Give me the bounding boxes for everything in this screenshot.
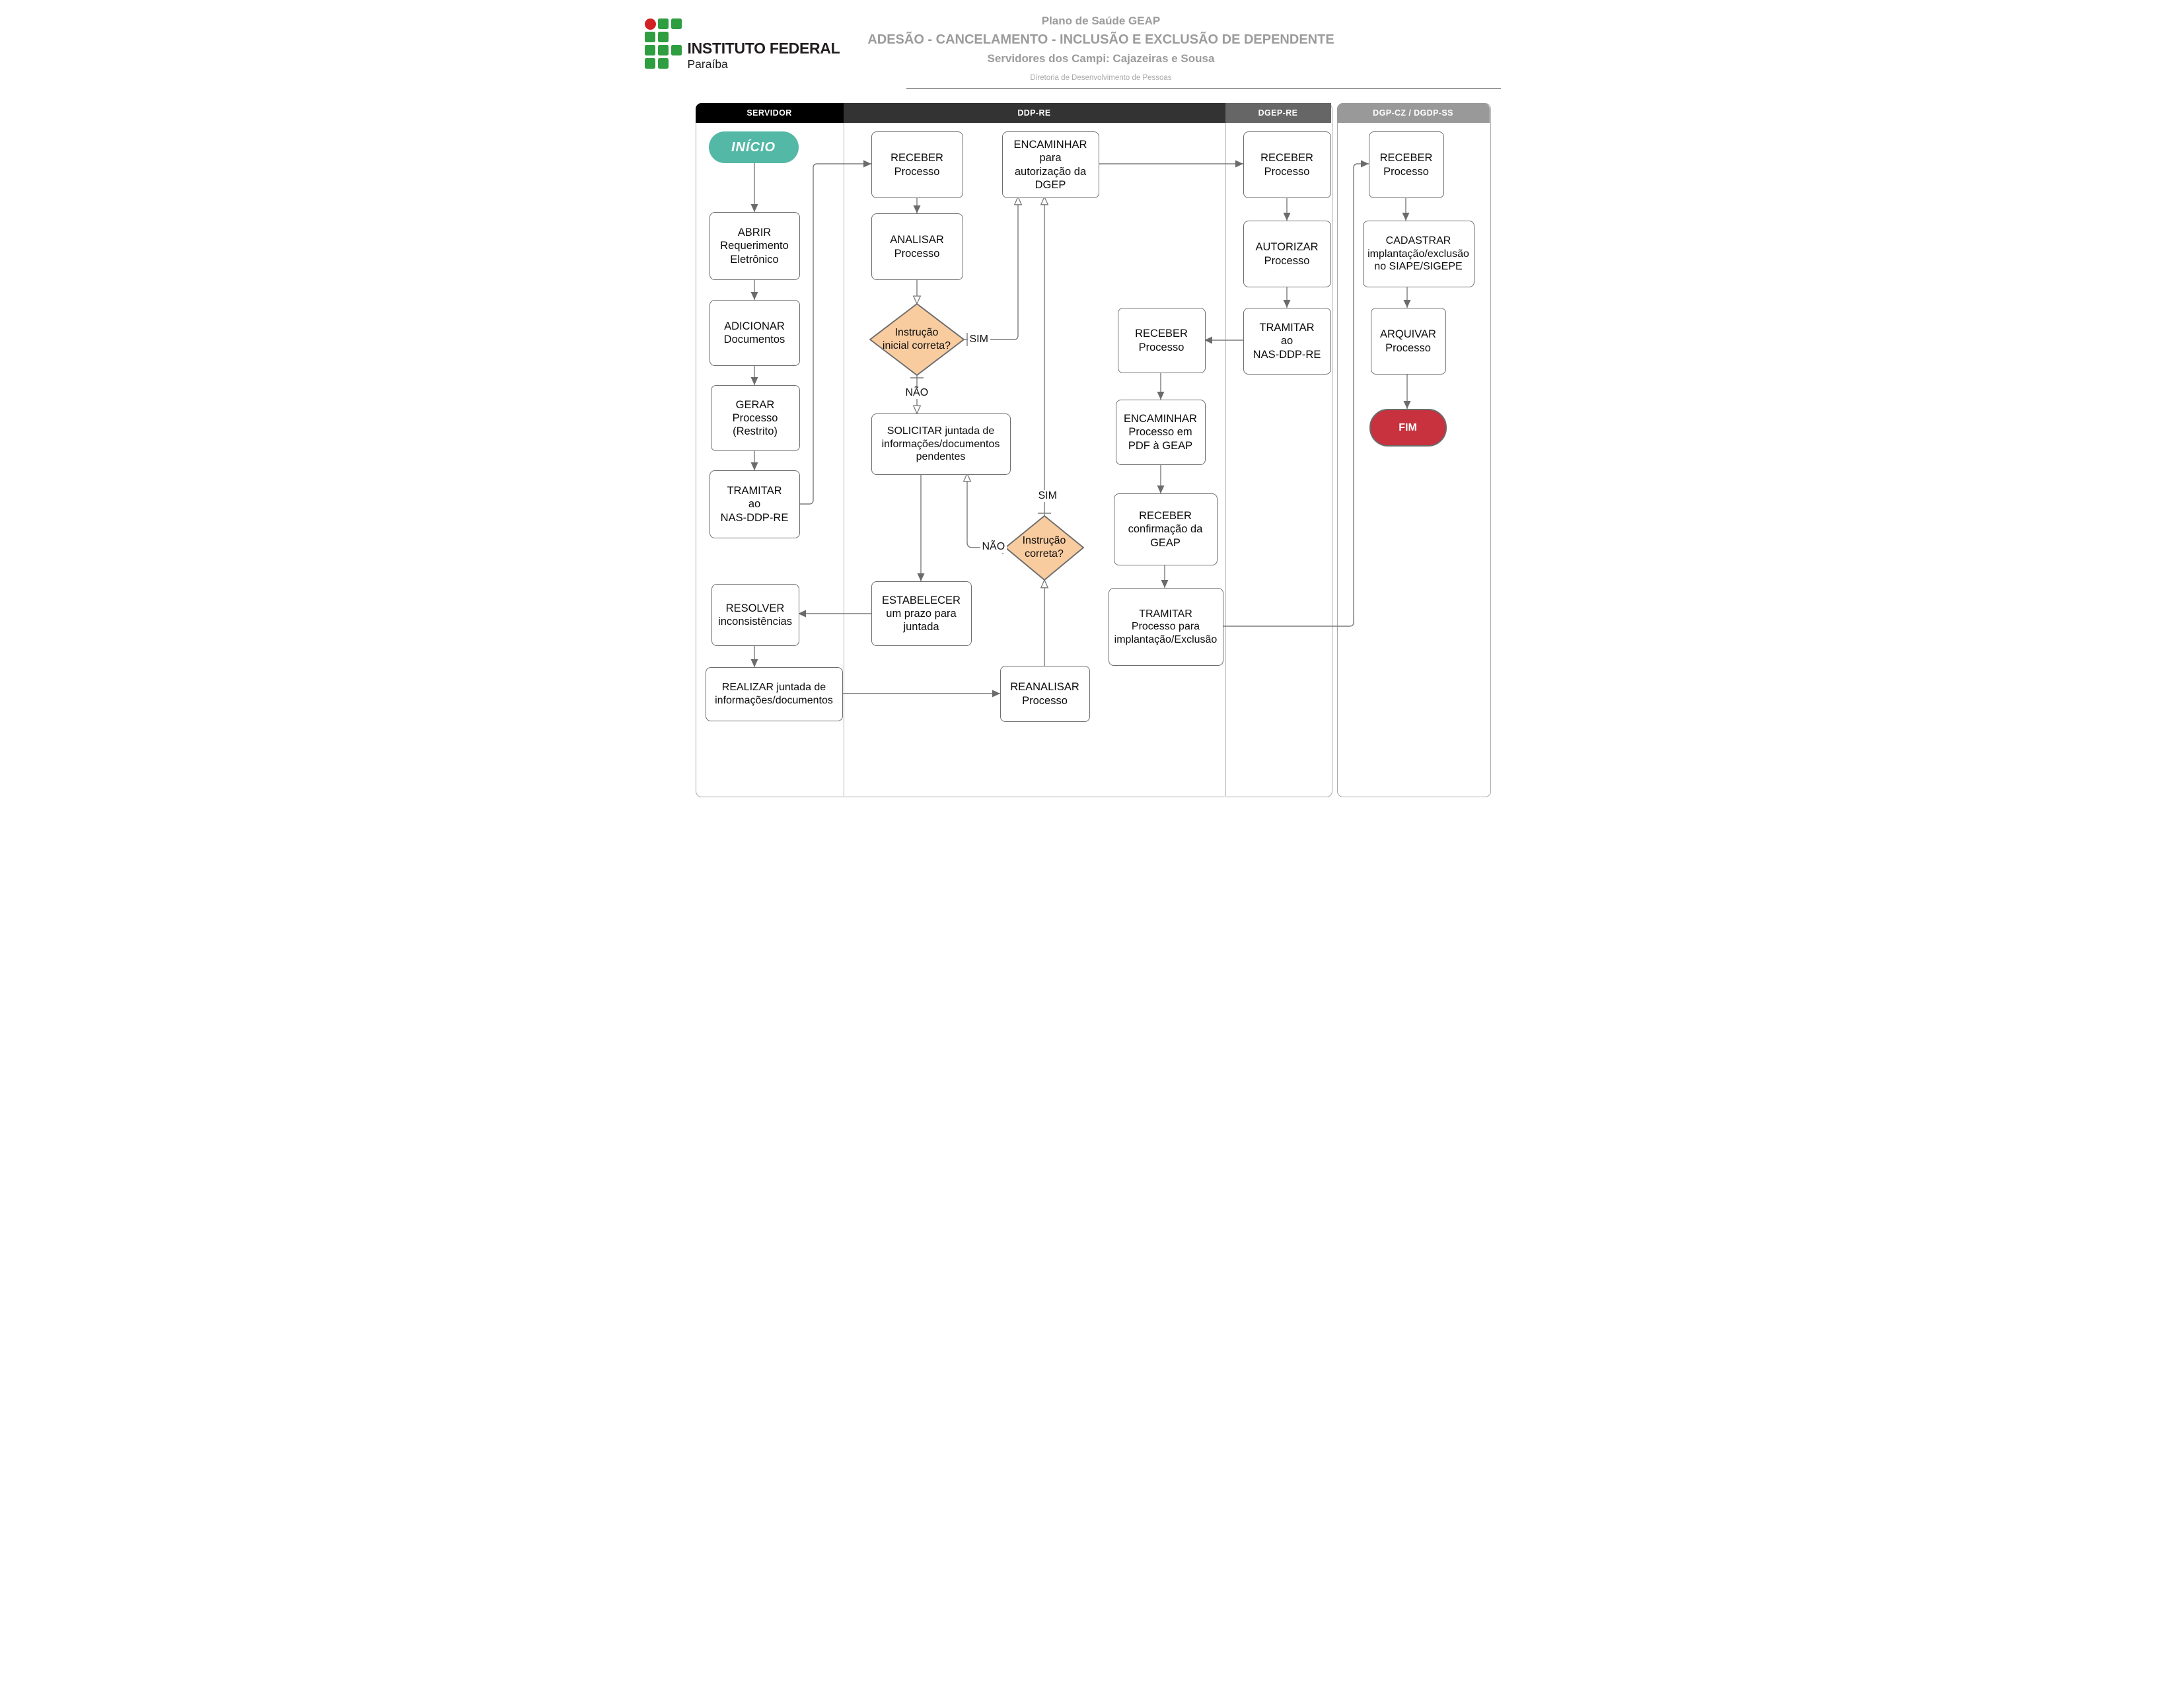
node-abrir-requerimento: ABRIR Requerimento Eletrônico xyxy=(709,212,800,280)
logo-square xyxy=(657,45,669,55)
brand-region: Paraíba xyxy=(687,57,728,71)
flowchart-page: INSTITUTO FEDERAL Paraíba Plano de Saúde… xyxy=(546,0,1638,844)
decision-instrucao-label: Instrução correta? xyxy=(1022,535,1066,559)
node-realizar-juntada: REALIZAR juntada de informações/document… xyxy=(705,667,843,721)
node-receber-processo-ddp: RECEBER Processo xyxy=(871,131,963,198)
node-encaminhar-autorizacao-dgep: ENCAMINHAR para autorização da DGEP xyxy=(1001,131,1099,198)
title-line-1: Plano de Saúde GEAP xyxy=(1041,15,1161,27)
node-receber-processo-dgep: RECEBER Processo xyxy=(1243,131,1331,198)
node-arquivar-processo: ARQUIVAR Processo xyxy=(1370,308,1446,375)
pool-right xyxy=(1336,103,1491,797)
node-gerar-processo: GERAR Processo (Restrito) xyxy=(710,385,800,451)
node-inicio: INÍCIO xyxy=(708,131,799,163)
node-resolver-inconsistencias: RESOLVER inconsistências xyxy=(711,584,799,646)
node-analisar-processo: ANALISAR Processo xyxy=(871,213,963,280)
logo-square xyxy=(644,58,655,69)
edge-label-nao-2: NÃO xyxy=(980,541,1007,553)
node-tramitar-nas-dgep: TRAMITAR ao NAS-DDP-RE xyxy=(1243,308,1331,375)
node-autorizar-processo: AUTORIZAR Processo xyxy=(1243,221,1331,287)
title-line-2: ADESÃO - CANCELAMENTO - INCLUSÃO E EXCLU… xyxy=(867,32,1334,47)
node-solicitar-juntada: SOLICITAR juntada de informações/documen… xyxy=(871,413,1011,475)
node-cadastrar-siape: CADASTRAR implantação/exclusão no SIAPE/… xyxy=(1362,221,1474,287)
ifpb-logo xyxy=(644,18,684,71)
node-adicionar-documentos: ADICIONAR Documentos xyxy=(709,300,800,366)
logo-square xyxy=(644,32,655,42)
lane-separator-1 xyxy=(843,123,844,796)
node-receber-processo-dgp: RECEBER Processo xyxy=(1368,131,1444,198)
lane-separator-2 xyxy=(1225,123,1226,796)
title-block: Plano de Saúde GEAP ADESÃO - CANCELAMENT… xyxy=(745,15,1458,82)
subtitle: Diretoria de Desenvolvimento de Pessoas xyxy=(1030,74,1172,82)
node-receber-confirmacao-geap: RECEBER confirmação da GEAP xyxy=(1113,493,1218,565)
node-encaminhar-pdf-geap: ENCAMINHAR Processo em PDF à GEAP xyxy=(1115,400,1206,465)
header-divider xyxy=(906,88,1501,89)
logo-square xyxy=(644,45,655,55)
node-tramitar-nas-servidor: TRAMITAR ao NAS-DDP-RE xyxy=(709,470,800,538)
lane-header-dgep-re: DGEP-RE xyxy=(1225,103,1331,123)
decision-instrucao-inicial-label: Instrução inicial correta? xyxy=(882,327,951,351)
lane-header-ddp-re: DDP-RE xyxy=(843,103,1225,123)
node-receber-processo-ddp2: RECEBER Processo xyxy=(1117,308,1206,373)
edge-label-sim-1: SIM xyxy=(967,334,990,345)
lane-header-dgp-cz-dgdp-ss: DGP-CZ / DGDP-SS xyxy=(1336,103,1490,123)
lane-header-servidor: SERVIDOR xyxy=(695,103,844,123)
node-estabelecer-prazo: ESTABELECER um prazo para juntada xyxy=(871,581,972,646)
logo-red-dot xyxy=(644,18,656,30)
logo-square xyxy=(671,45,682,55)
logo-square xyxy=(657,18,669,29)
title-line-3: Servidores dos Campi: Cajazeiras e Sousa xyxy=(987,52,1215,65)
logo-square xyxy=(657,32,669,42)
edge-label-sim-2: SIM xyxy=(1036,490,1059,502)
node-tramitar-implantacao: TRAMITAR Processo para implantação/Exclu… xyxy=(1108,588,1223,666)
logo-square xyxy=(671,18,682,29)
node-fim: FIM xyxy=(1369,409,1447,447)
node-reanalisar-processo: REANALISAR Processo xyxy=(1000,666,1090,722)
brand-name: INSTITUTO FEDERAL xyxy=(687,40,840,57)
logo-square xyxy=(657,58,669,69)
edge-label-nao-1: NÃO xyxy=(903,387,931,399)
